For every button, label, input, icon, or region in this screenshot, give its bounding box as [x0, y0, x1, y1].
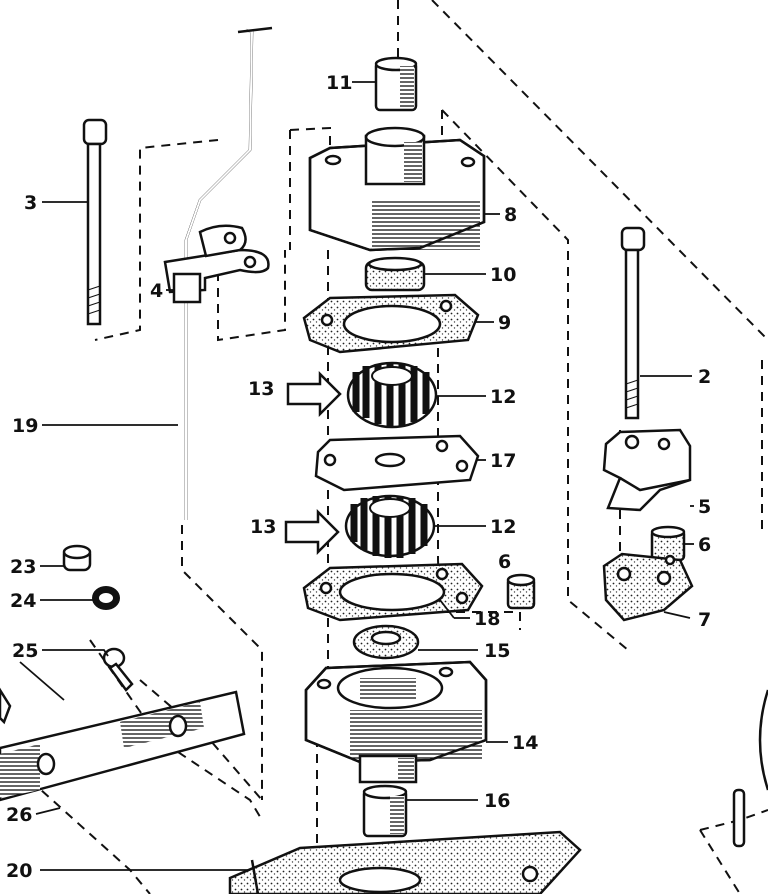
- callout-14: 14: [512, 732, 538, 754]
- callout-17: 17: [490, 450, 516, 472]
- callout-9: 9: [498, 312, 511, 334]
- sleeve-part-16: [362, 784, 408, 838]
- callout-13-lower: 13: [250, 516, 276, 538]
- callout-15: 15: [484, 640, 510, 662]
- housing-part-8: [308, 126, 486, 252]
- gasket-part-18: [302, 562, 484, 622]
- bolt-part-2: [620, 226, 646, 420]
- callout-23: 23: [10, 556, 36, 578]
- bolt-part-3: [82, 118, 108, 326]
- callout-12-upper: 12: [490, 386, 516, 408]
- callout-18: 18: [474, 608, 500, 630]
- strip-part-26: [0, 690, 246, 802]
- housing-part-14: [304, 660, 488, 784]
- plate-part-7: [602, 552, 694, 622]
- callout-labels: 2 3 4 5 6 6 7 8 9 10 11 12 12 13 13 14 1…: [6, 72, 711, 882]
- seal-part-10: [364, 256, 426, 292]
- callout-26: 26: [6, 804, 32, 826]
- leader-lines: [19, 81, 694, 871]
- callout-19: 19: [12, 415, 38, 437]
- sleeve-part-11: [374, 56, 418, 112]
- edge-detail: [732, 689, 768, 848]
- plate-part-17: [314, 434, 480, 492]
- ring-part-15: [352, 624, 420, 660]
- cap-part-23: [62, 544, 92, 572]
- callout-12-lower: 12: [490, 516, 516, 538]
- flow-arrow-13-lower: [284, 508, 340, 556]
- callout-16: 16: [484, 790, 510, 812]
- callout-24: 24: [10, 590, 36, 612]
- base-gasket-part-20: [228, 830, 582, 894]
- callout-8: 8: [504, 204, 517, 226]
- callout-11: 11: [326, 72, 352, 94]
- washer-part-24: [92, 586, 120, 610]
- bushing-part-6-right: [650, 525, 686, 562]
- clamp-part-4: [163, 224, 270, 304]
- impeller-part-12-upper: [346, 361, 438, 429]
- bushing-part-6-center: [506, 573, 536, 610]
- flow-arrow-13-upper: [286, 370, 342, 418]
- callout-6-center: 6: [498, 551, 511, 573]
- callout-13-upper: 13: [248, 378, 274, 400]
- callout-4: 4: [150, 280, 163, 302]
- callout-10: 10: [490, 264, 516, 286]
- screw-part-25: [0, 647, 134, 725]
- bracket-part-5: [602, 428, 692, 512]
- callout-25: 25: [12, 640, 38, 662]
- callout-20: 20: [6, 860, 32, 882]
- impeller-part-12-lower: [344, 494, 436, 558]
- callout-7: 7: [698, 609, 711, 631]
- callout-5: 5: [698, 496, 711, 518]
- callout-2: 2: [698, 366, 711, 388]
- callout-3: 3: [24, 192, 37, 214]
- callout-6-right: 6: [698, 534, 711, 556]
- gasket-part-9: [302, 293, 480, 354]
